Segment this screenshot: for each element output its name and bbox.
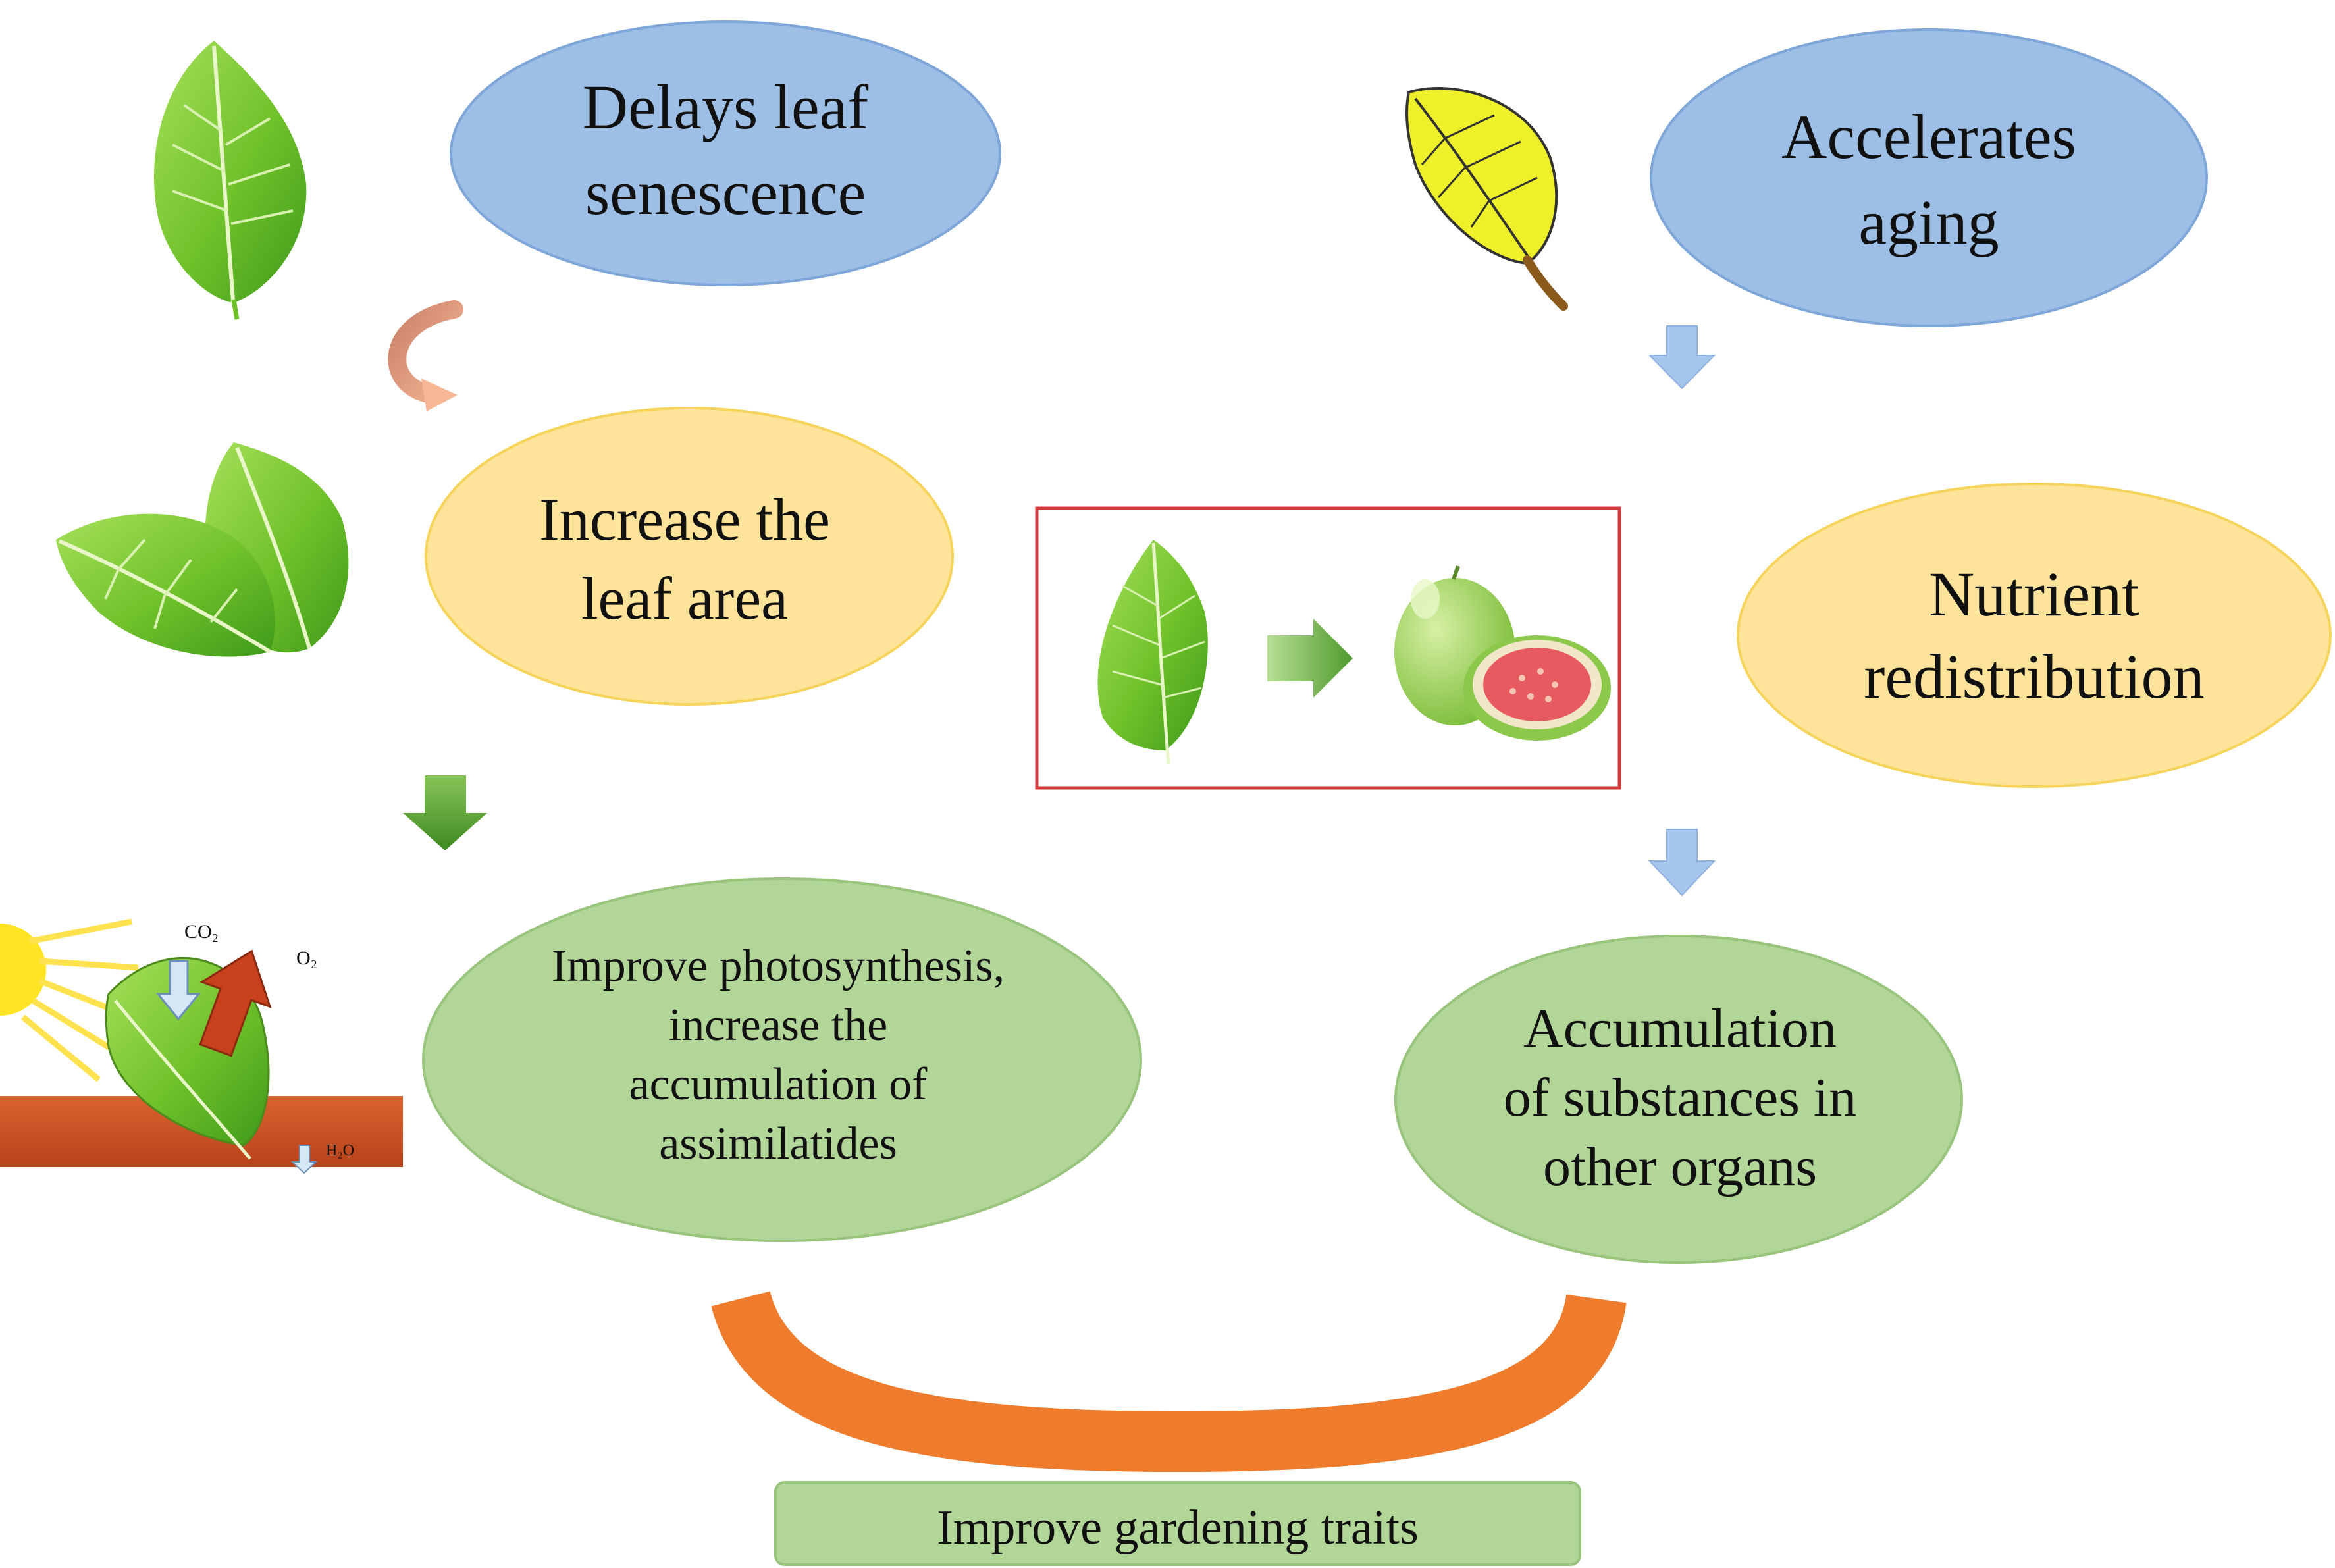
node-improve-gardening-traits: Improve gardening traits [774,1481,1581,1566]
node-nutrient-line2: redistribution [1864,641,2204,712]
node-delays-line2: senescence [585,157,866,228]
node-nutrient-redistribution: Nutrient redistribution [1737,483,2332,788]
panel-leaf-icon [1097,540,1208,764]
right-arrow-icon [1267,619,1353,698]
photosynthesis-scene-icon: CO₂ O₂ H₂O [0,918,403,1174]
down-arrow-icon [403,775,487,850]
node-accumulation-line2: of substances in [1504,1067,1857,1128]
node-delays-senescence: Delays leaf senescence [450,20,1001,286]
node-accumulation-line3: other organs [1543,1136,1817,1197]
guava-fruit-icon [1394,565,1611,741]
node-photosynthesis-line4: assimilatides [659,1118,897,1169]
leaf-to-fruit-panel [1035,506,1621,790]
down-arrow-icon [1648,829,1716,897]
co2-arrow-icon [155,960,201,1021]
gardening-label: Improve gardening traits [937,1501,1419,1555]
node-nutrient-line1: Nutrient [1929,559,2139,629]
sun-icon [0,918,139,1082]
two-leaves-icon [56,442,349,657]
node-increase-leaf-area: Increase the leaf area [425,407,954,706]
node-increase-line1: Increase the [539,486,830,553]
o2-label: O₂ [296,947,317,969]
co2-label: CO₂ [184,921,219,943]
yellow-leaf-icon [1405,87,1568,311]
node-photosynthesis-line2: increase the [669,1000,887,1051]
down-arrow-icon [1648,325,1716,390]
node-delays-line1: Delays leaf [583,72,868,142]
node-accumulation-substances: Accumulation of substances in other orga… [1394,935,1963,1264]
node-accumulation-line1: Accumulation [1523,998,1837,1059]
node-increase-line2: leaf area [581,565,788,632]
node-accelerates-line1: Accelerates [1781,101,2076,172]
node-photosynthesis-line3: accumulation of [629,1059,928,1110]
curved-arrow-icon [388,300,463,411]
node-accelerates-aging: Accelerates aging [1650,28,2208,327]
node-photosynthesis-line1: Improve photosynthesis, [552,941,1005,991]
node-accelerates-line2: aging [1858,187,1999,257]
green-leaf-icon [153,41,307,320]
h2o-label: H₂O [326,1142,354,1159]
merge-bracket [711,1290,1627,1473]
o2-arrow-icon [199,949,272,1057]
node-improve-photosynthesis: Improve photosynthesis, increase the acc… [422,877,1142,1242]
